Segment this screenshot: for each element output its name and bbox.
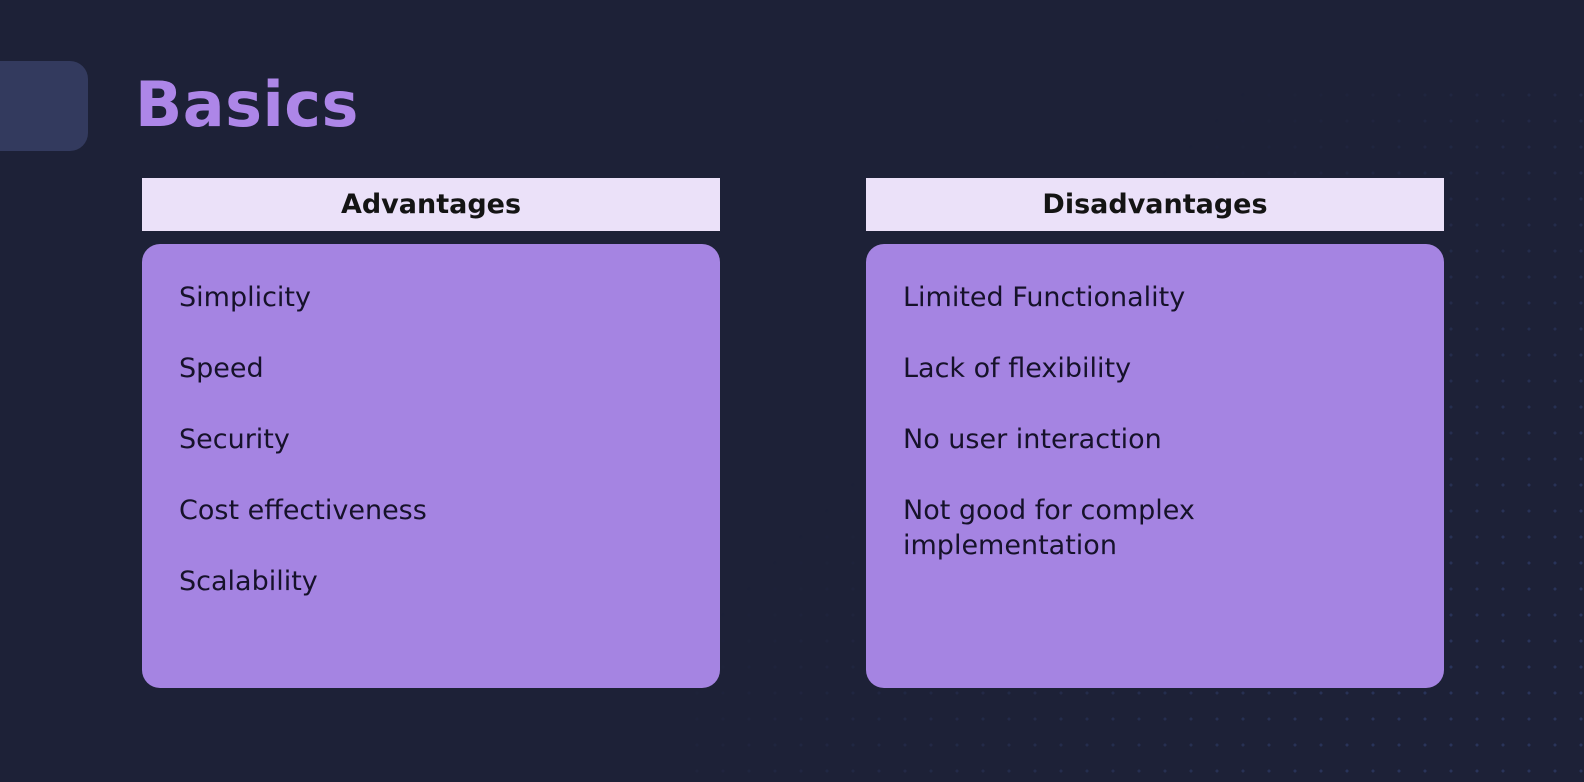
advantages-header: Advantages xyxy=(142,178,720,231)
disadvantages-card: Limited Functionality Lack of flexibilit… xyxy=(866,244,1444,688)
advantages-list: Simplicity Speed Security Cost effective… xyxy=(179,280,684,599)
advantages-column: Advantages Simplicity Speed Security Cos… xyxy=(142,178,720,688)
disadvantage-item: No user interaction xyxy=(903,424,1162,455)
disadvantages-column: Disadvantages Limited Functionality Lack… xyxy=(866,178,1444,688)
slide-tab-accent xyxy=(0,61,88,151)
advantage-item: Cost effectiveness xyxy=(179,495,427,526)
advantage-item: Simplicity xyxy=(179,282,311,313)
disadvantages-header: Disadvantages xyxy=(866,178,1444,231)
page-title: Basics xyxy=(135,68,359,141)
advantage-item: Scalability xyxy=(179,566,318,597)
disadvantage-item: Not good for complex implementation xyxy=(903,495,1195,561)
disadvantage-item: Lack of flexibility xyxy=(903,353,1132,384)
advantage-item: Speed xyxy=(179,353,264,384)
disadvantages-list: Limited Functionality Lack of flexibilit… xyxy=(903,280,1408,563)
advantages-card: Simplicity Speed Security Cost effective… xyxy=(142,244,720,688)
advantage-item: Security xyxy=(179,424,290,455)
disadvantage-item: Limited Functionality xyxy=(903,282,1186,313)
